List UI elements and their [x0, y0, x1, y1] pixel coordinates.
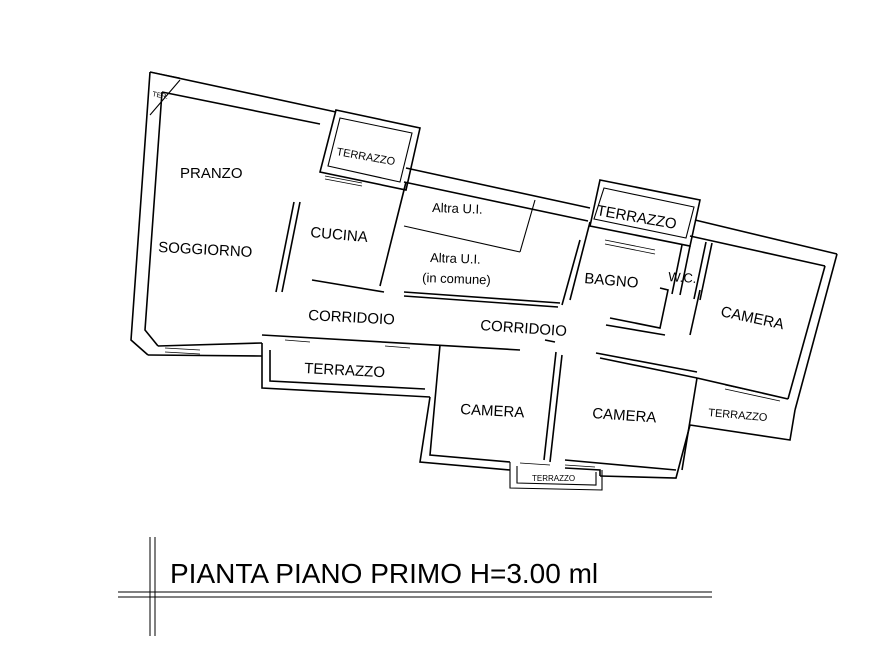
ter-corner: [149, 71, 181, 116]
plan-title: PIANTA PIANO PRIMO H=3.00 ml: [170, 558, 598, 589]
corridoio-2-label: CORRIDOIO: [480, 317, 568, 340]
corridoio-1-label: CORRIDOIO: [308, 307, 395, 329]
terrazzo-mid-label: TERRAZZO: [595, 202, 678, 233]
terrazzo-bottom-label: TERRAZZO: [532, 474, 575, 483]
terrazzo-left-label: TERRAZZO: [304, 360, 386, 381]
altra-ui-1-label: Altra U.I.: [432, 200, 483, 217]
altra-ui-2-label: Altra U.I.: [430, 250, 481, 267]
bagno-label: BAGNO: [584, 270, 639, 292]
exterior-walls: [130, 71, 838, 491]
camera-2-label: CAMERA: [460, 401, 525, 421]
terrazzo-right-label: TERRAZZO: [708, 407, 769, 424]
soggiorno-label: SOGGIORNO: [158, 239, 253, 261]
ter-small-label: TER.: [152, 91, 169, 101]
wc-label: W.C.: [668, 269, 697, 286]
camera-1-label: CAMERA: [719, 303, 785, 333]
terrazzo-top-label: TERRAZZO: [335, 146, 396, 168]
interior-walls: [261, 181, 713, 463]
camera-3-label: CAMERA: [592, 405, 657, 426]
title-block: PIANTA PIANO PRIMO H=3.00 ml: [118, 537, 712, 636]
windows: [164, 339, 781, 468]
in-comune-label: (in comune): [422, 270, 491, 287]
cucina-label: CUCINA: [310, 224, 369, 246]
pranzo-label: PRANZO: [180, 165, 243, 182]
terrazzo-top-box: [319, 109, 421, 191]
